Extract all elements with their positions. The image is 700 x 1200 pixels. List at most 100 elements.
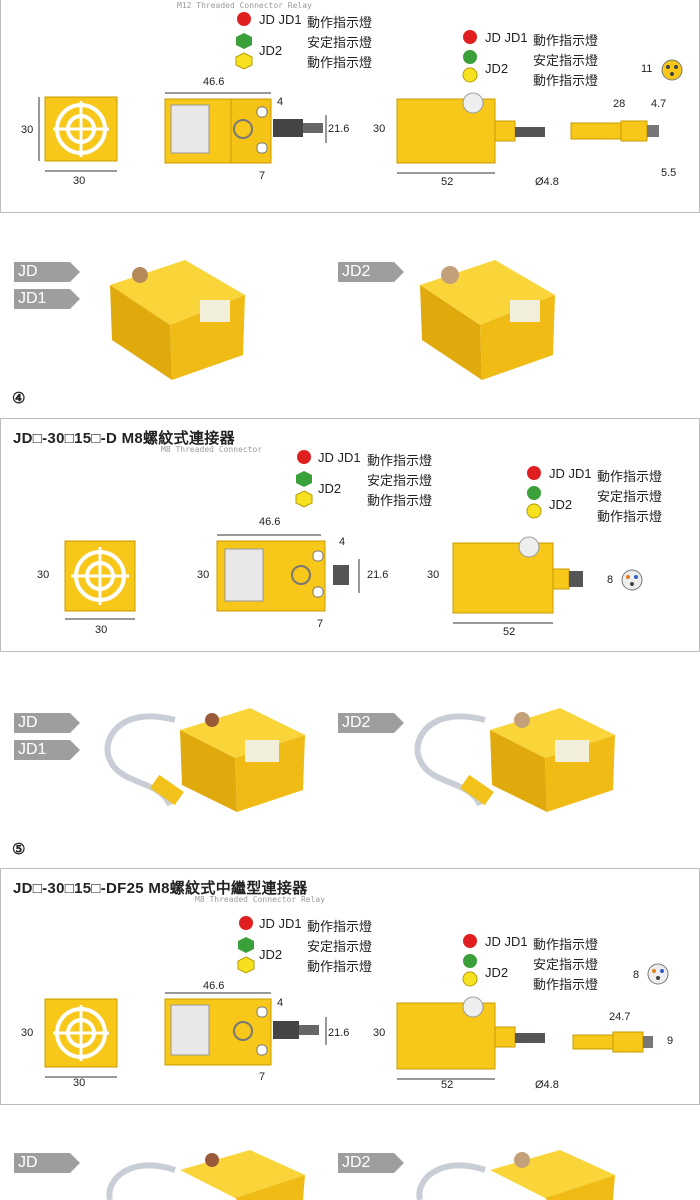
legend-jd2: JD2	[259, 43, 283, 58]
legend-jd-jd1: JD JD1	[259, 12, 302, 27]
legend-stable-1: 安定指示燈	[307, 35, 373, 50]
dim-52-5: 52	[441, 1079, 454, 1091]
legend-action-5b: 動作指示燈	[307, 959, 373, 974]
legend-action-1: 動作指示燈	[307, 15, 373, 30]
pin-diagram-icon-4	[621, 569, 643, 591]
dim-28: 28	[613, 98, 626, 110]
top-view-drawing-4	[452, 536, 583, 624]
legend-action-5d: 動作指示燈	[533, 977, 599, 992]
dim-8-5: 8	[633, 969, 640, 981]
led-legend-icons-right-4	[526, 466, 542, 519]
legend-jd2-4: JD2	[318, 481, 342, 496]
led-legend-icons-right-5	[462, 934, 478, 987]
legend-stable-5: 安定指示燈	[307, 939, 373, 954]
dim-7-5: 7	[259, 1071, 266, 1083]
section-3-subtitle: M12 Threaded Connector Relay	[177, 1, 312, 10]
section-4-name: M8螺紋式連接器	[121, 430, 235, 447]
legend-stable-4: 安定指示燈	[367, 473, 433, 488]
dim-8-4: 8	[607, 574, 614, 586]
section-5-title: JD□-30□15□-DF25 M8螺紋式中繼型連接器	[13, 877, 308, 898]
legend-jd2-5: JD2	[259, 947, 283, 962]
legend-jd-jd1-4: JD JD1	[318, 450, 361, 465]
dim-9: 9	[667, 1035, 674, 1047]
section-5-model: JD□-30□15□-DF25	[13, 880, 144, 897]
tag-jd2-2: JD2	[338, 713, 404, 733]
sensor-cable-photo-jd2-3	[416, 1150, 615, 1200]
legend-action-2: 動作指示燈	[307, 55, 373, 70]
legend-action-5a: 動作指示燈	[307, 919, 373, 934]
legend-action-4c: 動作指示燈	[597, 469, 663, 484]
section-4-panel: JD□-30□15□-D M8螺紋式連接器 M8 Threaded Connec…	[0, 418, 700, 652]
legend-jd-jd1-right-5: JD JD1	[485, 934, 528, 949]
connector-drawing-5	[572, 1031, 653, 1053]
dim-21-6-4: 21.6	[367, 569, 389, 581]
legend-action-4a: 動作指示燈	[367, 453, 433, 468]
tag-jd1: JD1	[14, 289, 80, 309]
dim-4: 4	[277, 96, 284, 108]
led-legend-icons-right	[462, 30, 478, 83]
sensor-photo-jd	[110, 260, 245, 380]
connector-drawing	[570, 120, 659, 142]
pin-diagram-icon-5	[647, 963, 669, 985]
legend-jd2-right-4: JD2	[549, 497, 573, 512]
led-legend-icons-4	[295, 450, 313, 508]
section-5-number: ⑤	[12, 841, 26, 858]
legend-jd-jd1-right: JD JD1	[485, 30, 528, 45]
tag-jd2: JD2	[338, 262, 404, 282]
dim-30-top-4: 30	[427, 569, 440, 581]
legend-jd2-right: JD2	[485, 61, 509, 76]
dim-30-top: 30	[373, 123, 386, 135]
dim-30-front-width: 30	[73, 175, 86, 187]
tag-jd: JD	[14, 262, 80, 282]
tag-jd1-2: JD1	[14, 740, 80, 760]
tag-jd-2: JD	[14, 713, 80, 733]
sensor-cable-photo-jd-3	[106, 1150, 305, 1200]
dim-30-front-w-4: 30	[95, 624, 108, 636]
dim-30-front-h-4: 30	[37, 569, 50, 581]
dim-4-4: 4	[339, 536, 346, 548]
legend-stable-2: 安定指示燈	[533, 53, 599, 68]
side-view-drawing-5	[164, 992, 327, 1066]
dim-30-front-height: 30	[21, 124, 34, 136]
dim-11: 11	[641, 63, 653, 75]
dim-46-6-4: 46.6	[259, 516, 281, 528]
legend-stable-5b: 安定指示燈	[533, 957, 599, 972]
dim-24-7: 24.7	[609, 1011, 631, 1023]
legend-stable-4b: 安定指示燈	[597, 489, 663, 504]
legend-jd2-right-5: JD2	[485, 965, 509, 980]
legend-jd-jd1-right-4: JD JD1	[549, 466, 592, 481]
dim-4-7: 4.7	[651, 98, 667, 110]
section-5-subtitle: M8 Threaded Connector Relay	[195, 895, 326, 904]
dim-46-6: 46.6	[203, 76, 225, 88]
tag-jd-3: JD	[14, 1153, 80, 1173]
dim-30-side-4: 30	[197, 569, 210, 581]
section-4-title: JD□-30□15□-D M8螺紋式連接器	[13, 427, 235, 448]
dim-4-8-5: Ø4.8	[535, 1079, 559, 1091]
front-view-drawing-5	[44, 998, 118, 1078]
led-legend-icons-5	[237, 916, 255, 974]
dim-4-5: 4	[277, 997, 284, 1009]
dim-7-4: 7	[317, 618, 324, 630]
section-3-panel: M12 Threaded Connector Relay 30 30 46.6 …	[0, 0, 700, 213]
legend-action-4: 動作指示燈	[533, 73, 599, 88]
legend-action-3: 動作指示燈	[533, 33, 599, 48]
pin-diagram-icon	[661, 59, 683, 81]
front-view-drawing-4	[64, 540, 136, 620]
section-5-name: M8螺紋式中繼型連接器	[148, 880, 308, 897]
top-view-drawing	[396, 92, 545, 174]
side-view-drawing-4	[216, 534, 360, 612]
sensor-photo-jd2	[420, 260, 555, 380]
sensor-cable-photo-jd	[104, 708, 305, 812]
legend-action-5c: 動作指示燈	[533, 937, 599, 952]
section-5-panel: JD□-30□15□-DF25 M8螺紋式中繼型連接器 M8 Threaded …	[0, 868, 700, 1105]
dim-7: 7	[259, 170, 266, 182]
section-4-subtitle: M8 Threaded Connector	[161, 445, 263, 454]
dim-21-6: 21.6	[328, 123, 350, 135]
dim-30-front-w-5: 30	[73, 1077, 86, 1089]
dim-52-4: 52	[503, 626, 516, 638]
dim-46-6-5: 46.6	[203, 980, 225, 992]
dim-52: 52	[441, 176, 454, 188]
front-view-drawing	[38, 96, 118, 172]
section-4-number: ④	[12, 390, 26, 407]
dim-5-5: 5.5	[661, 167, 677, 179]
